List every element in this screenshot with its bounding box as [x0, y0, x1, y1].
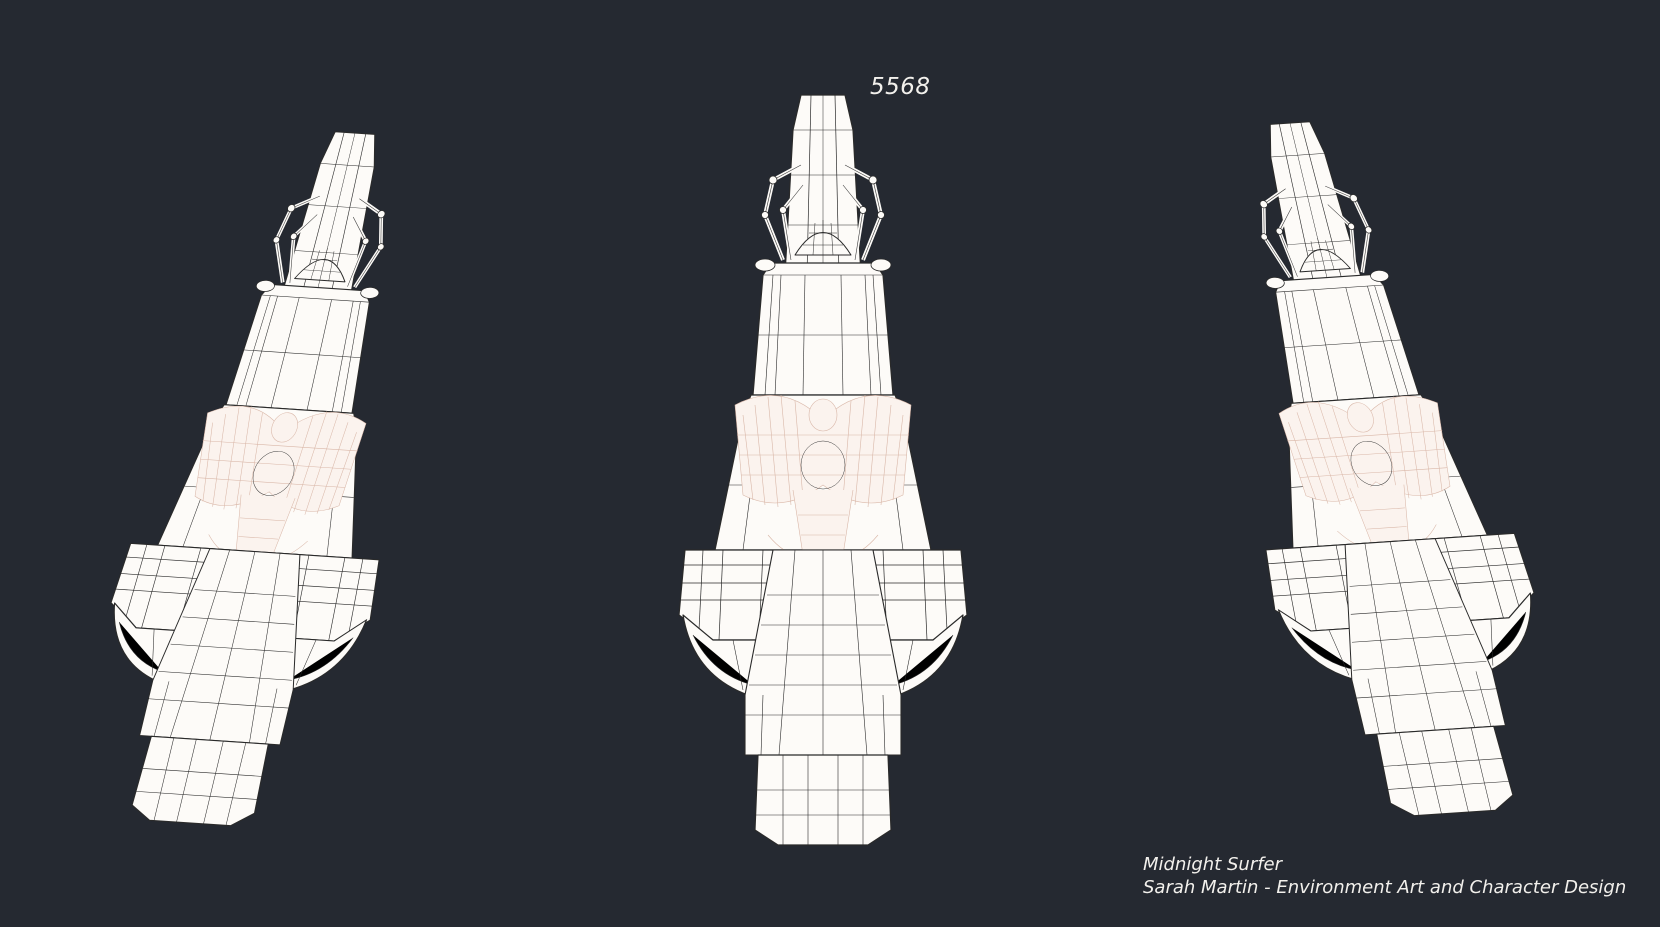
model-view-left	[58, 122, 487, 834]
author-credit: Sarah Martin - Environment Art and Chara…	[1143, 877, 1627, 898]
project-title: Midnight Surfer	[1143, 854, 1283, 875]
poly-count-label: 5568	[870, 74, 931, 100]
credits-block: Midnight Surfer Sarah Martin - Environme…	[1143, 853, 1626, 899]
model-view-front	[677, 93, 969, 847]
model-view-right	[1158, 112, 1587, 824]
